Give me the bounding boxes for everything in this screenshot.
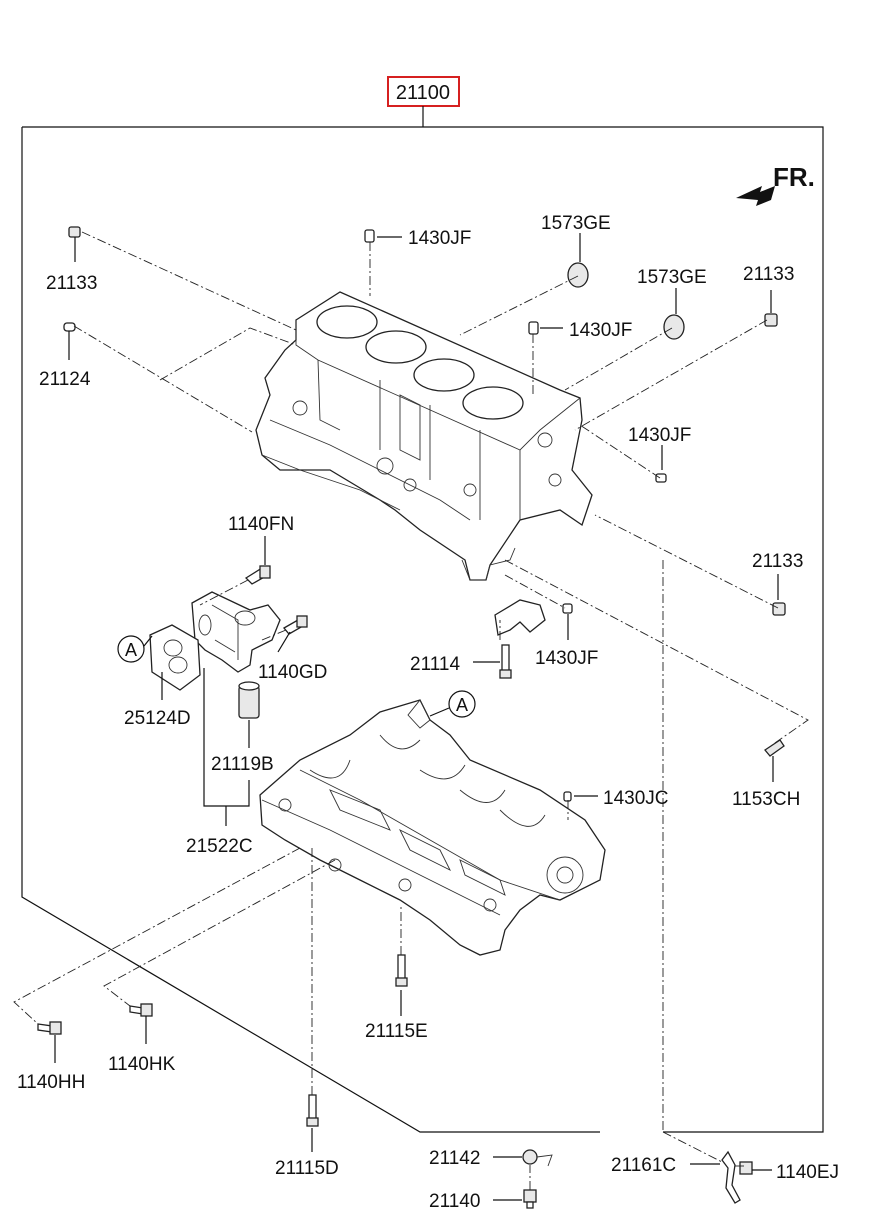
label-1430JC[interactable]: 1430JC	[603, 788, 669, 809]
label-1140HH[interactable]: 1140HH	[17, 1072, 85, 1093]
label-21142[interactable]: 21142	[429, 1148, 480, 1169]
label-21161C[interactable]: 21161C	[611, 1155, 676, 1176]
plug-21133-b[interactable]	[764, 313, 778, 327]
leader-lines	[54, 233, 779, 1201]
front-arrow-icon	[736, 186, 775, 206]
plug-21133-c[interactable]	[772, 602, 786, 616]
part-labels: 21133 21124 1430JF 1573GE 1573GE 21133 1…	[17, 213, 839, 1211]
label-1153CH[interactable]: 1153CH	[732, 789, 800, 810]
label-21133-a[interactable]: 21133	[46, 273, 97, 294]
label-21115D[interactable]: 21115D	[275, 1158, 339, 1179]
label-21124[interactable]: 21124	[39, 369, 91, 390]
cap-1573GE-a[interactable]	[567, 262, 589, 288]
plug-21133-a[interactable]	[68, 226, 81, 238]
front-direction-indicator: FR.	[736, 162, 815, 206]
bolt-1140FN[interactable]	[244, 565, 271, 585]
label-1430JF-a[interactable]: 1430JF	[408, 228, 471, 249]
label-21522C[interactable]: 21522C	[186, 836, 253, 857]
bracket-21161C[interactable]	[721, 1150, 741, 1204]
label-21140[interactable]: 21140	[429, 1191, 480, 1211]
oil-filter-housing[interactable]	[191, 591, 281, 673]
label-1140GD[interactable]: 1140GD	[258, 662, 327, 683]
dowel-1430JF-a[interactable]	[364, 229, 375, 243]
stud-1153CH[interactable]	[764, 739, 785, 757]
bolt-21114[interactable]	[499, 644, 512, 679]
lower-crankcase[interactable]	[259, 699, 606, 956]
label-1573GE-a[interactable]: 1573GE	[541, 213, 611, 234]
cap-1573GE-b[interactable]	[663, 314, 685, 340]
label-21115E[interactable]: 21115E	[365, 1021, 428, 1042]
dowel-1430JF-d[interactable]	[562, 603, 573, 614]
dowel-1430JF-c[interactable]	[655, 473, 667, 483]
dowel-1430JC[interactable]	[563, 791, 572, 802]
bolt-1140EJ[interactable]	[739, 1161, 753, 1175]
dowel-21124[interactable]	[63, 322, 76, 332]
bearing-cap-21114[interactable]	[494, 599, 546, 636]
oil-filter-cartridge[interactable]	[238, 681, 260, 719]
callout-marker-a-left[interactable]: A	[117, 635, 153, 663]
bolt-1140HK[interactable]	[129, 1003, 153, 1017]
label-21133-b[interactable]: 21133	[743, 264, 794, 285]
label-1140FN[interactable]: 1140FN	[228, 514, 294, 535]
label-1430JF-d[interactable]: 1430JF	[535, 648, 598, 669]
sensor-21142[interactable]	[522, 1149, 553, 1167]
bolt-21140[interactable]	[523, 1189, 537, 1209]
label-1140HK[interactable]: 1140HK	[108, 1054, 176, 1075]
label-21133-c[interactable]: 21133	[752, 551, 803, 572]
bolt-21115D[interactable]	[306, 1094, 319, 1127]
svg-text:A: A	[456, 695, 468, 715]
front-label: FR.	[773, 162, 815, 192]
dowel-1430JF-b[interactable]	[528, 321, 539, 335]
label-21114[interactable]: 21114	[410, 654, 460, 675]
bolt-1140GD[interactable]	[283, 615, 308, 635]
label-21119B[interactable]: 21119B	[211, 754, 274, 775]
main-assembly-label[interactable]: 21100	[396, 82, 450, 104]
label-1573GE-b[interactable]: 1573GE	[637, 267, 707, 288]
label-1430JF-b[interactable]: 1430JF	[569, 320, 632, 341]
label-1430JF-c[interactable]: 1430JF	[628, 425, 691, 446]
label-25124D[interactable]: 25124D	[124, 708, 191, 729]
label-1140EJ[interactable]: 1140EJ	[776, 1162, 839, 1183]
callout-marker-a-right[interactable]: A	[429, 690, 476, 718]
svg-text:A: A	[125, 640, 137, 660]
reference-lines	[13, 231, 809, 1190]
bolt-1140HH[interactable]	[37, 1021, 62, 1035]
oil-filter-gasket[interactable]	[149, 624, 201, 691]
cylinder-block[interactable]	[255, 291, 593, 581]
bolt-21115E[interactable]	[395, 954, 408, 987]
assembly-outline	[21, 106, 824, 1133]
